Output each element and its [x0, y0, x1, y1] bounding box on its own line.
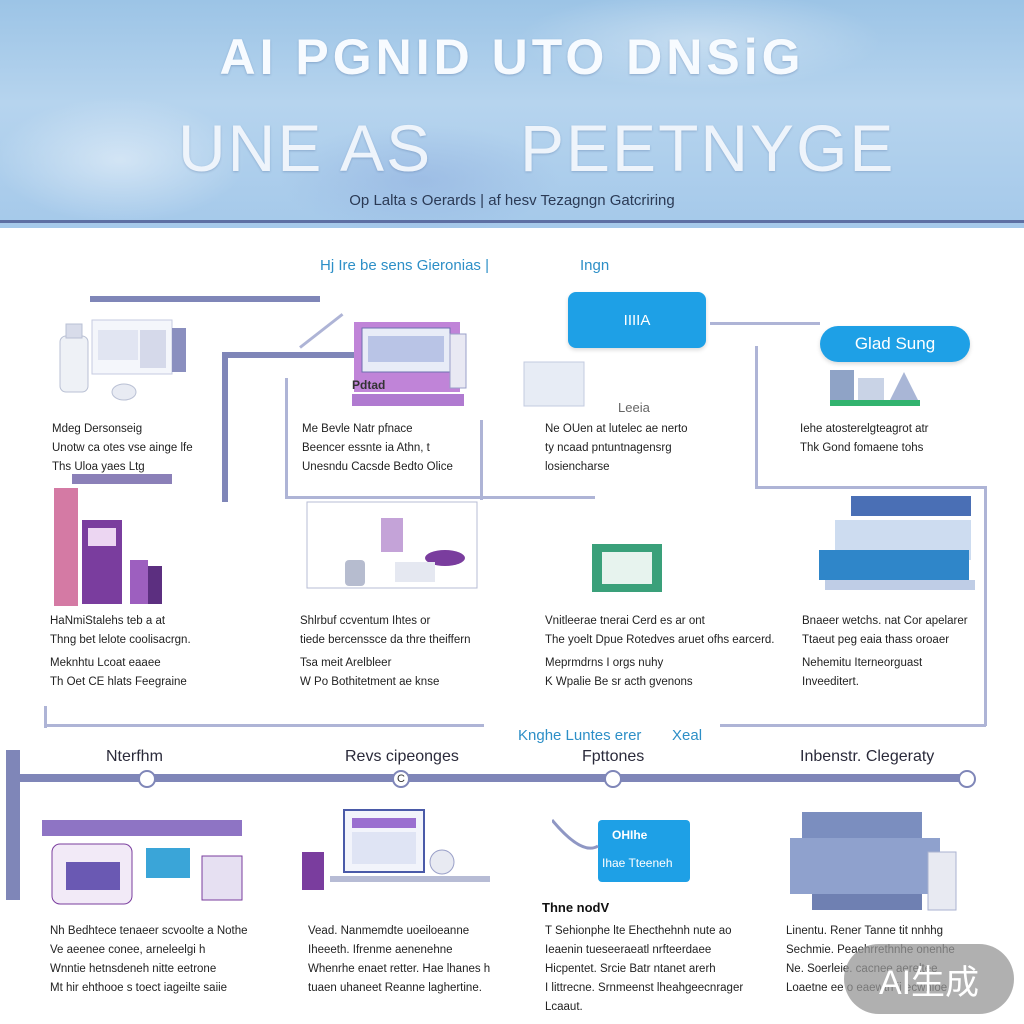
- storefront-illustration: [830, 368, 920, 408]
- monitor-illustration: [590, 540, 670, 600]
- diagram-top-caption-right: Ingn: [580, 257, 610, 274]
- hero-subtitle: Op Lalta s Oerards | af hesv Tezagngn Ga…: [349, 192, 675, 209]
- glad-sung-button[interactable]: Glad Sung: [820, 326, 970, 362]
- timeline-marker-3: [604, 770, 622, 788]
- ai-generated-watermark: AI生成: [844, 944, 1014, 1014]
- row1-col2-header: Pdtad: [352, 378, 386, 392]
- header-divider: [0, 220, 1024, 223]
- timeline-label-3: Fpttones: [582, 748, 645, 765]
- hero-title-line2-right: PEETNYGE: [520, 111, 896, 185]
- info-card-illustration: [550, 816, 697, 886]
- center-node-button[interactable]: IIIIA: [568, 292, 706, 348]
- info-card-subtitle: Ihae Tteeneh: [602, 856, 673, 870]
- hero-title-line1: AI PGNID UTO DNSiG: [219, 29, 805, 85]
- hero-banner: AI PGNID UTO DNSiG UNE AS PEETNYGE Op La…: [0, 0, 1024, 228]
- info-card-title: OHIhe: [612, 828, 648, 842]
- timeline-marker-4: [958, 770, 976, 788]
- timeline-label-2: Revs cipeonges: [345, 748, 459, 765]
- perfume-bottles-illustration: [52, 300, 222, 410]
- dashboard-monitor-illustration: [300, 806, 510, 916]
- row3-col3-header: Thne nodV: [542, 900, 610, 915]
- workspace-illustration: [42, 816, 252, 916]
- paper-stack-illustration: [520, 360, 590, 410]
- mid-caption: Knghe Luntes erer: [518, 727, 642, 744]
- diagram-top-caption: Hj Ire be sens Gieronias |: [320, 257, 489, 274]
- timeline-label-1: Nterfhm: [106, 748, 163, 765]
- timeline-label-4: Inbenstr. Clegeraty: [800, 748, 935, 765]
- timeline-marker-2: C: [392, 770, 410, 788]
- hero-title-line2-left: UNE AS: [178, 111, 433, 185]
- office-desk-illustration: [305, 500, 485, 600]
- server-rack-illustration: [815, 494, 975, 594]
- laptop-screen-illustration: [352, 320, 470, 410]
- shop-shelf-illustration: [48, 470, 178, 610]
- mid-caption-right: Xeal: [672, 727, 703, 744]
- center-label: Leeia: [618, 400, 650, 415]
- timeline-marker-1: [138, 770, 156, 788]
- printer-illustration: [788, 806, 958, 916]
